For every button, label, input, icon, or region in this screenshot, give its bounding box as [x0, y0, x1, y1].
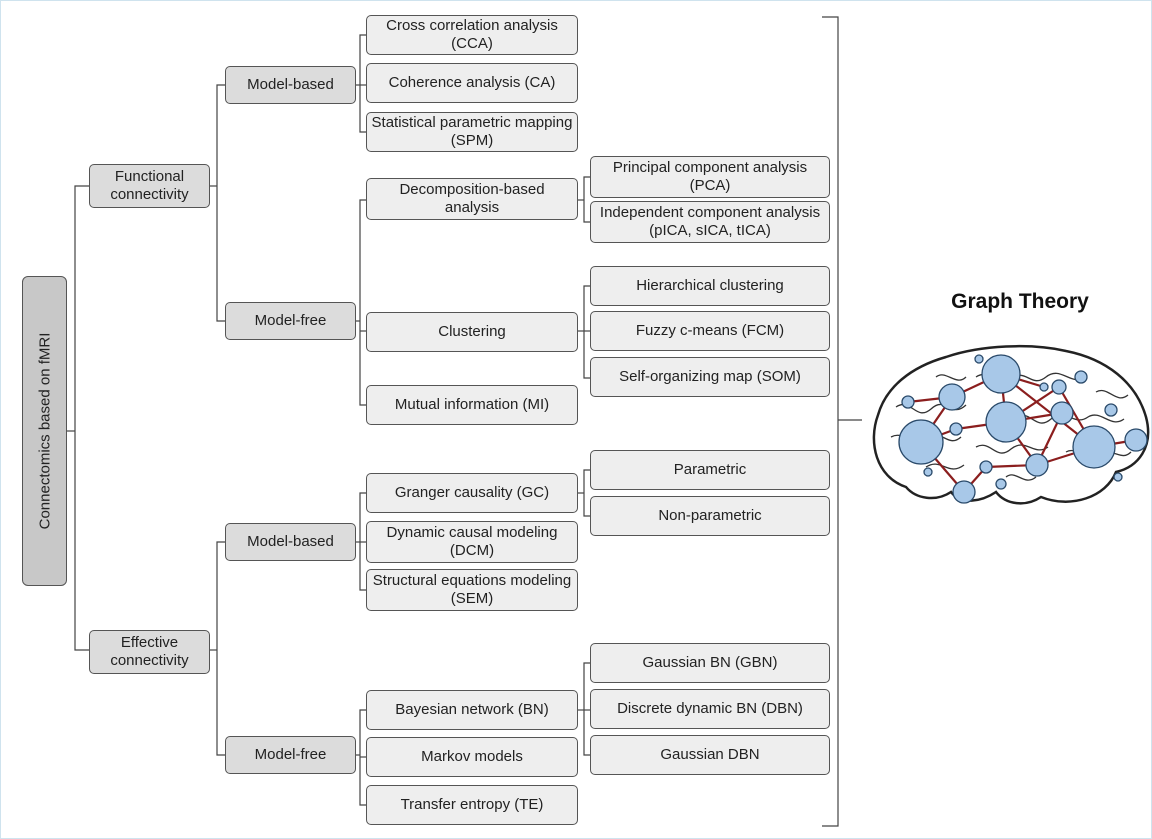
- method-non-parametric: Non-parametric: [590, 496, 830, 536]
- decomposition-analysis: Decomposition-based analysis: [366, 178, 578, 220]
- transfer-entropy: Transfer entropy (TE): [366, 785, 578, 825]
- method-hierarchical-clustering: Hierarchical clustering: [590, 266, 830, 306]
- method-ica: Independent component analysis (pICA, sI…: [590, 201, 830, 243]
- structural-equations-modeling: Structural equations modeling (SEM): [366, 569, 578, 611]
- method-ca: Coherence analysis (CA): [366, 63, 578, 103]
- fc-model-free: Model-free: [225, 302, 356, 340]
- root-label: Connectomics based on fMRI: [36, 332, 53, 530]
- method-parametric: Parametric: [590, 450, 830, 490]
- brain-network-illustration: [872, 344, 1150, 505]
- effective-connectivity: Effective connectivity: [89, 630, 210, 674]
- method-spm: Statistical parametric mapping (SPM): [366, 112, 578, 152]
- clustering: Clustering: [366, 312, 578, 352]
- granger-causality: Granger causality (GC): [366, 473, 578, 513]
- method-dbn: Discrete dynamic BN (DBN): [590, 689, 830, 729]
- method-cca: Cross correlation analysis (CCA): [366, 15, 578, 55]
- bayesian-network: Bayesian network (BN): [366, 690, 578, 730]
- fc-model-based: Model-based: [225, 66, 356, 104]
- method-gaussian-dbn: Gaussian DBN: [590, 735, 830, 775]
- mutual-information: Mutual information (MI): [366, 385, 578, 425]
- ec-model-based: Model-based: [225, 523, 356, 561]
- graph-theory-title: Graph Theory: [951, 290, 1089, 313]
- method-som: Self-organizing map (SOM): [590, 357, 830, 397]
- root-connectomics: Connectomics based on fMRI: [22, 276, 67, 586]
- method-pca: Principal component analysis (PCA): [590, 156, 830, 198]
- ec-model-free: Model-free: [225, 736, 356, 774]
- method-gbn: Gaussian BN (GBN): [590, 643, 830, 683]
- markov-models: Markov models: [366, 737, 578, 777]
- dynamic-causal-modeling: Dynamic causal modeling (DCM): [366, 521, 578, 563]
- method-fcm: Fuzzy c-means (FCM): [590, 311, 830, 351]
- functional-connectivity: Functional connectivity: [89, 164, 210, 208]
